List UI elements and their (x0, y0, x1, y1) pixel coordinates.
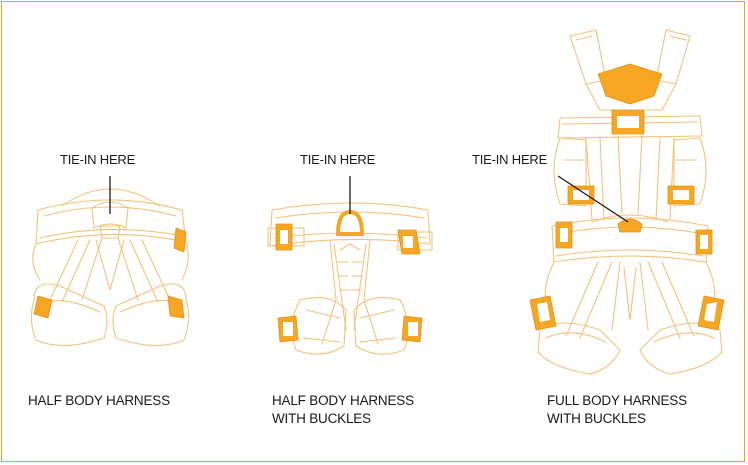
caption-half-body-harness-with-buckles: HALF BODY HARNESS WITH BUCKLES (272, 393, 414, 426)
caption-full-body-harness-with-buckles: FULL BODY HARNESS WITH BUCKLES (547, 393, 687, 426)
tie-in-label-2: TIE-IN HERE (300, 152, 376, 167)
buckle-icon (617, 218, 643, 233)
buckle-icon (167, 295, 185, 319)
tie-in-leader-line-3 (557, 175, 629, 223)
half-body-harness-illustration (30, 188, 190, 347)
tie-in-label-3: TIE-IN HERE (472, 152, 548, 167)
tie-in-label-1: TIE-IN HERE (60, 152, 136, 167)
d-ring-icon (335, 209, 365, 236)
buckle-icon (597, 63, 663, 105)
buckle-icon (173, 227, 187, 253)
caption-half-body-harness: HALF BODY HARNESS (28, 393, 170, 408)
buckle-icon (33, 295, 53, 319)
